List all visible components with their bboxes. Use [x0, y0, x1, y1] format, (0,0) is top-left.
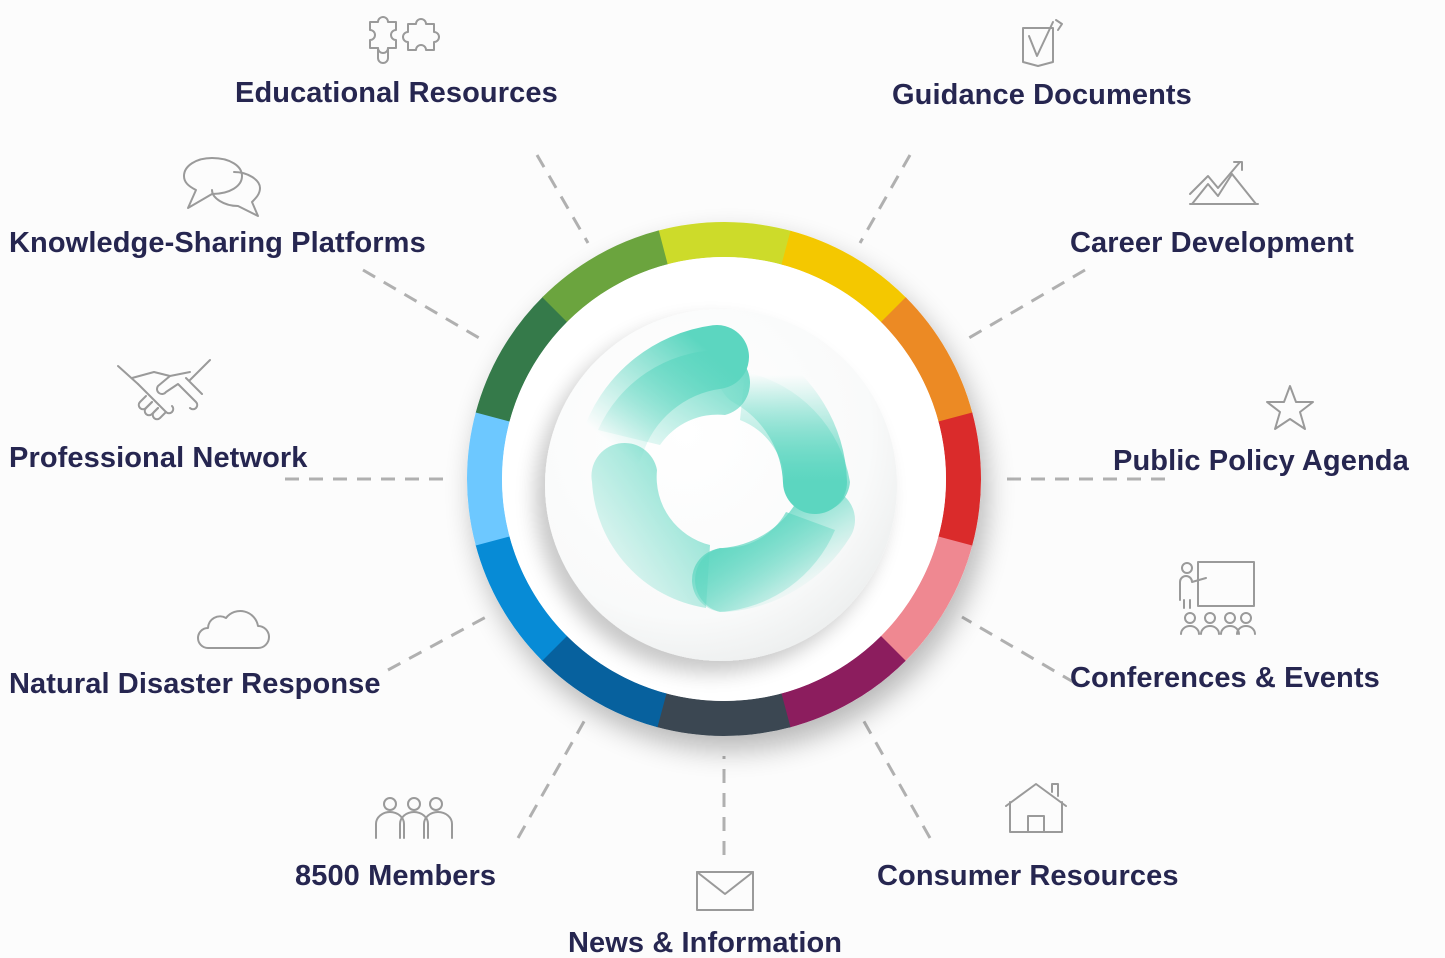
puzzle-icon — [369, 16, 440, 64]
people-icon — [375, 797, 453, 839]
label-news-information: News & Information — [568, 927, 843, 958]
ring-segment — [780, 635, 906, 728]
connector-members — [516, 717, 588, 839]
connector-conferences-events — [961, 615, 1076, 685]
house-icon — [1005, 783, 1067, 833]
connector-career-development — [961, 268, 1086, 344]
cloud-icon — [197, 610, 270, 649]
connector-guidance-documents — [858, 154, 912, 244]
ring-segment — [542, 230, 668, 323]
connector-lines — [285, 154, 1165, 855]
handshake-icon — [117, 359, 211, 421]
center-logo-solid — [591, 350, 850, 612]
label-natural-disaster-response: Natural Disaster Response — [9, 668, 381, 700]
logo-arm-solid-bottom — [695, 512, 835, 612]
label-guidance-documents: Guidance Documents — [892, 79, 1192, 111]
presentation-icon — [1179, 561, 1256, 635]
ring-segment — [781, 230, 907, 323]
label-knowledge-sharing-platforms: Knowledge-Sharing Platforms — [9, 227, 426, 259]
connector-educational-resources — [535, 154, 590, 244]
ring-segment — [541, 635, 667, 728]
label-members: 8500 Members — [295, 860, 497, 892]
label-conferences-events: Conferences & Events — [1070, 662, 1380, 694]
label-professional-network: Professional Network — [9, 442, 308, 474]
label-educational-resources: Educational Resources — [235, 77, 558, 109]
ring-segment — [475, 296, 568, 422]
connector-knowledge-sharing-platforms — [362, 268, 487, 344]
star-icon — [1266, 385, 1314, 430]
connector-natural-disaster-response — [387, 615, 487, 672]
logo-arm-solid-right — [740, 372, 850, 513]
label-career-development: Career Development — [1070, 227, 1354, 259]
ring-segment — [657, 222, 792, 265]
label-public-policy-agenda: Public Policy Agenda — [1113, 445, 1409, 477]
ring-segment — [467, 411, 510, 546]
ring-segment — [880, 297, 973, 423]
logo-arm-solid-left — [591, 442, 710, 608]
logo-arm-solid-top — [598, 350, 750, 445]
ring-segment — [656, 693, 791, 736]
growth-chart-icon — [1189, 161, 1259, 205]
ring-segment — [475, 535, 568, 661]
ring-segment — [880, 536, 973, 662]
envelope-icon — [696, 871, 754, 911]
ring-segment — [938, 412, 981, 547]
speech-bubbles-icon — [183, 157, 261, 217]
segmented-ring — [467, 222, 981, 736]
label-consumer-resources: Consumer Resources — [877, 860, 1179, 892]
connector-consumer-resources — [860, 717, 932, 839]
checklist-icon — [1022, 19, 1063, 67]
